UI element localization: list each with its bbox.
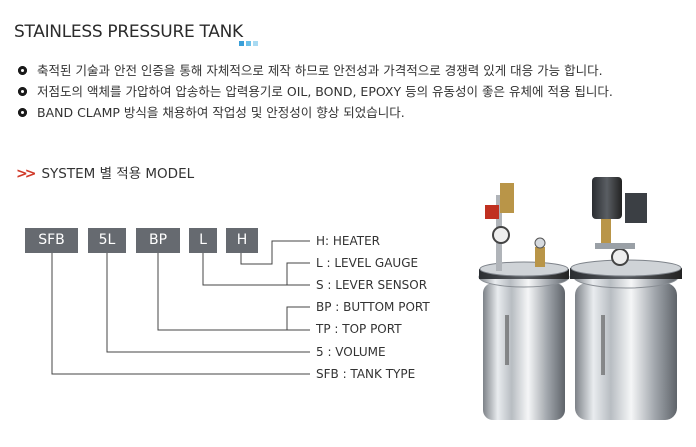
legend-volume: 5 : VOLUME <box>316 345 386 359</box>
legend-level-gauge: L : LEVEL GAUGE <box>316 256 419 270</box>
feature-item: 저점도의 액체를 가압하여 압송하는 압력용기로 OIL, BOND, EPOX… <box>18 83 613 104</box>
section-title: SYSTEM 별 적용 MODEL <box>41 166 195 182</box>
model-code-box: BP <box>136 228 180 253</box>
model-code-box: SFB <box>25 228 78 253</box>
tank-right <box>570 177 682 420</box>
legend-tank-type: SFB : TANK TYPE <box>316 367 416 381</box>
bullet-icon <box>18 87 27 96</box>
feature-text: 축적된 기술과 안전 인증을 통해 자체적으로 제작 하므로 안전성과 가격적으… <box>37 63 603 78</box>
legend-top-port: TP : TOP PORT <box>316 322 402 336</box>
tank-left <box>478 183 570 420</box>
model-code-box: 5L <box>88 228 126 253</box>
feature-item: BAND CLAMP 방식을 채용하여 작업성 및 안정성이 향상 되었습니다. <box>18 104 613 125</box>
legend-bottom-port: BP : BUTTOM PORT <box>316 300 430 314</box>
feature-list: 축적된 기술과 안전 인증을 통해 자체적으로 제작 하므로 안전성과 가격적으… <box>18 62 613 125</box>
feature-item: 축적된 기술과 안전 인증을 통해 자체적으로 제작 하므로 안전성과 가격적으… <box>18 62 613 83</box>
model-code-box: L <box>189 228 217 253</box>
section-heading: >>SYSTEM 별 적용 MODEL <box>16 162 194 182</box>
pressure-tank-photo <box>455 165 691 430</box>
double-chevron-icon: >> <box>16 166 37 182</box>
legend-lever-sensor: S : LEVER SENSOR <box>316 278 428 292</box>
feature-text: 저점도의 액체를 가압하여 압송하는 압력용기로 OIL, BOND, EPOX… <box>37 84 613 99</box>
bullet-icon <box>18 108 27 117</box>
feature-text: BAND CLAMP 방식을 채용하여 작업성 및 안정성이 향상 되었습니다. <box>37 105 405 120</box>
model-code-box: H <box>226 228 258 253</box>
title-decoration <box>239 31 260 50</box>
legend-heater: H: HEATER <box>316 234 381 248</box>
page-title: STAINLESS PRESSURE TANK <box>14 22 243 42</box>
bullet-icon <box>18 66 27 75</box>
